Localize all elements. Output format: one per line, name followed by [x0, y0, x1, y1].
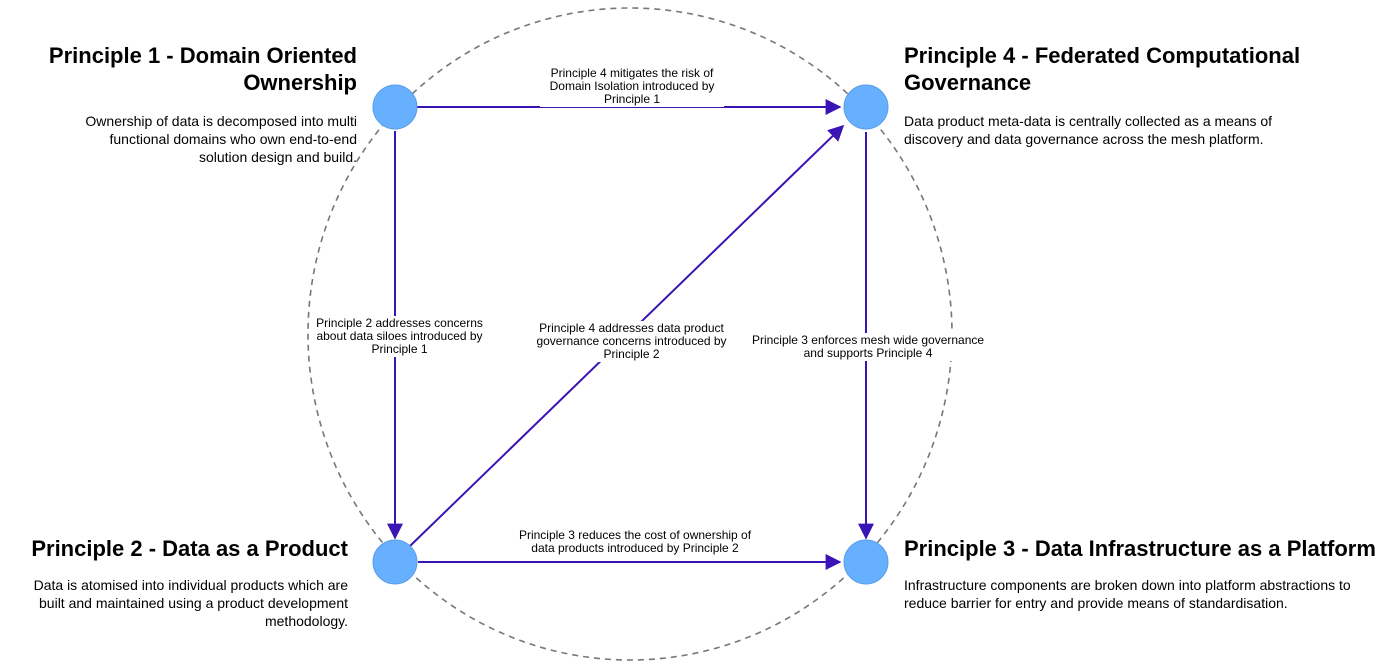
edge-label-p3-enforces-p4: Principle 3 enforces mesh wide governanc…	[746, 333, 990, 361]
edge-label-p3-reduces-p2: Principle 3 reduces the cost of ownershi…	[508, 528, 762, 556]
principle-2-title: Principle 2 - Data as a Product	[31, 536, 348, 561]
edge-label-p2-addresses-p1: Principle 2 addresses concerns about dat…	[310, 316, 489, 357]
principle-4-description: Data product meta-data is centrally coll…	[904, 113, 1273, 147]
principle-3-description: Infrastructure components are broken dow…	[904, 577, 1351, 611]
node-principle-1	[372, 84, 418, 130]
node-principle-3	[843, 539, 889, 585]
principle-3-title: Principle 3 - Data Infrastructure as a P…	[904, 536, 1376, 561]
principle-1-description: Ownership of data is decomposed into mul…	[85, 113, 357, 165]
principle-1-title: Principle 1 - Domain Oriented Ownership	[48, 43, 357, 95]
edge-label-p4-mitigates-p1: Principle 4 mitigates the risk of Domain…	[540, 66, 724, 107]
node-principle-4	[843, 84, 889, 130]
node-principle-2	[372, 539, 418, 585]
principle-2-description: Data is atomised into individual product…	[33, 577, 348, 629]
edge-label-p4-addresses-p2: Principle 4 addresses data product gover…	[532, 321, 731, 362]
principle-4-title: Principle 4 - Federated Computational Go…	[904, 43, 1301, 95]
